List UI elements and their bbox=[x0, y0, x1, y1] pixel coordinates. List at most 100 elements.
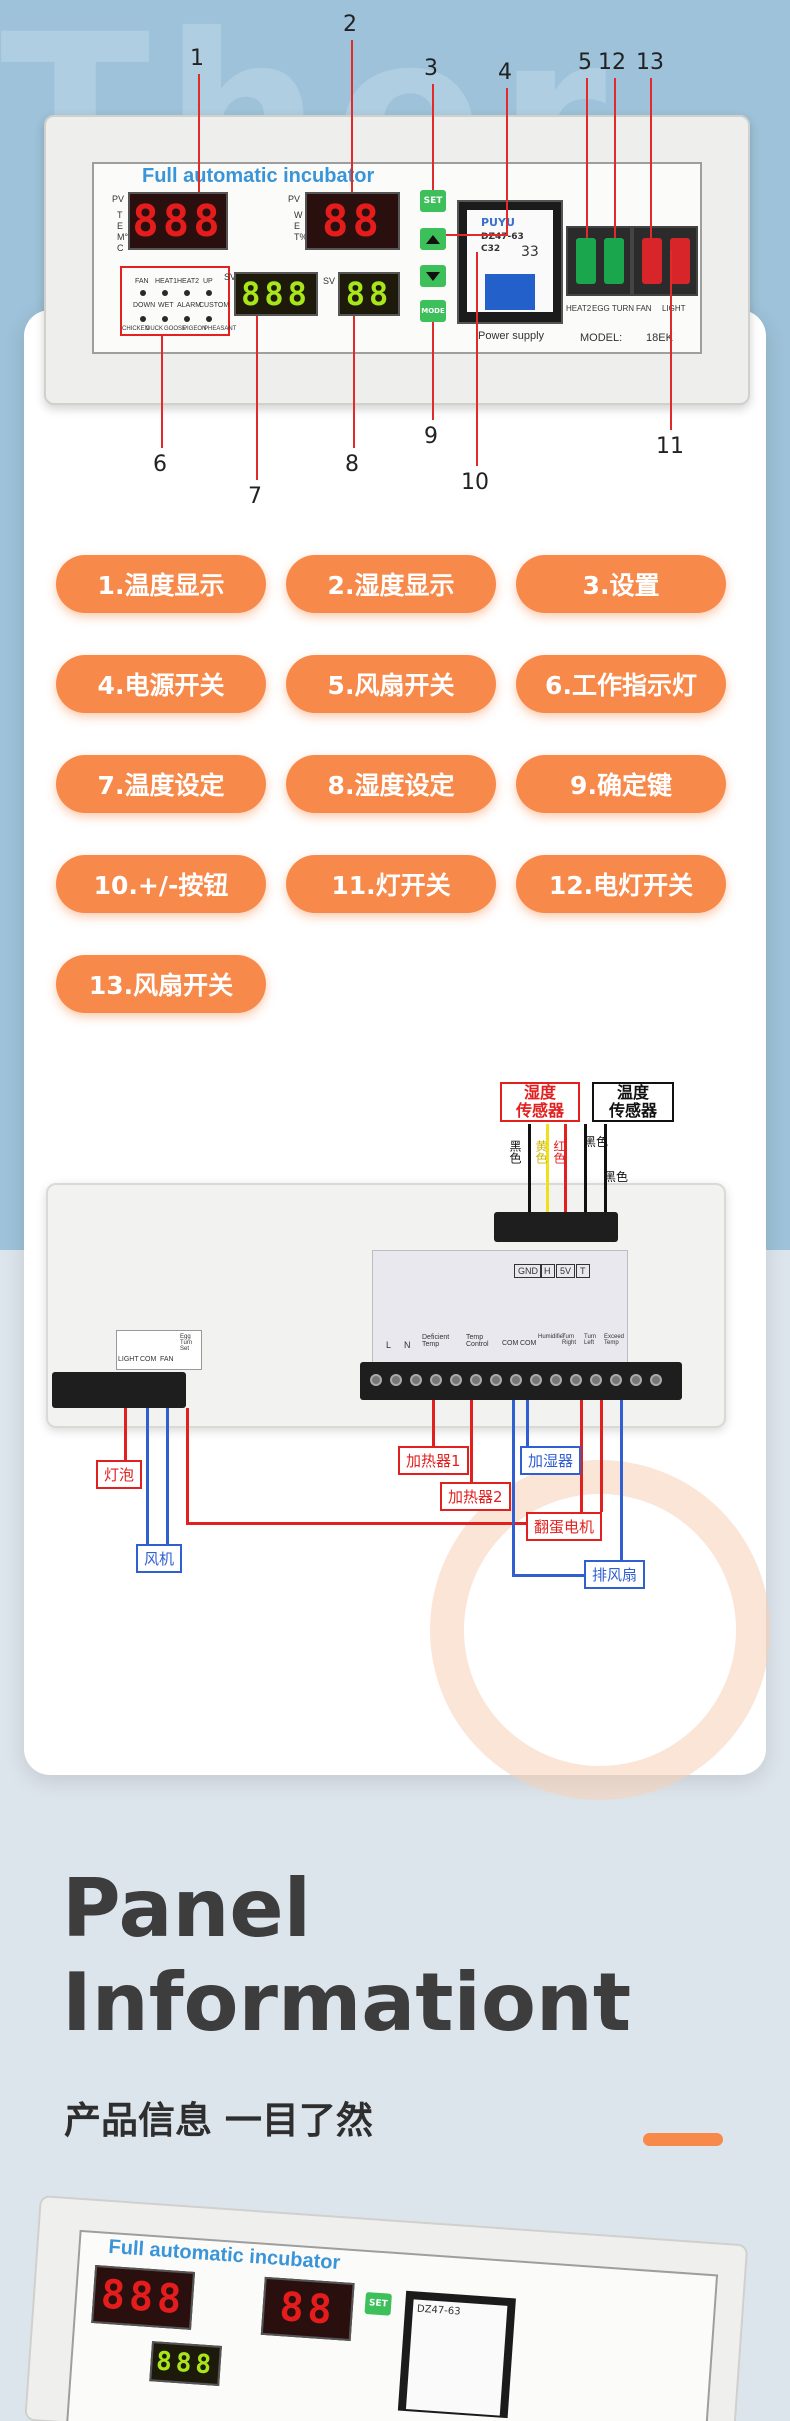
breaker-number: 33 bbox=[521, 244, 539, 260]
humidifier-tag: 加湿器 bbox=[520, 1446, 582, 1475]
callout-line-4b bbox=[446, 234, 508, 236]
egg-motor-tag: 翻蛋电机 bbox=[526, 1512, 603, 1541]
legend-pill-10: 10.+/-按钮 bbox=[56, 855, 266, 913]
callout-line-9 bbox=[432, 322, 434, 420]
pv-label-1: PV bbox=[112, 194, 125, 204]
plate-terminal-deficient-temp: Deficient Temp bbox=[422, 1334, 450, 1348]
wire-label-black-2: 黑色 bbox=[584, 1135, 609, 1149]
wire-exhaust-2 bbox=[620, 1400, 623, 1576]
left-terminal-fan: FAN bbox=[160, 1356, 174, 1363]
minus-button[interactable] bbox=[420, 265, 446, 287]
callout-line-2 bbox=[351, 40, 353, 192]
indicator-lights-panel bbox=[120, 266, 230, 336]
model-label: MODEL: bbox=[580, 332, 623, 344]
model-value: 18EK bbox=[646, 332, 673, 344]
callout-7: 7 bbox=[248, 484, 262, 509]
bottom-set-button[interactable]: SET bbox=[364, 2291, 392, 2316]
section-subtitle: 产品信息 一目了然 bbox=[64, 2099, 373, 2142]
fan-switch[interactable] bbox=[642, 238, 662, 284]
section-title-line-1: Panel bbox=[62, 1862, 312, 1955]
temperature-display: 888 bbox=[128, 192, 228, 250]
mode-button[interactable]: MODE bbox=[420, 300, 446, 322]
left-terminal-egg-turn: Egg Turn Set bbox=[180, 1334, 193, 1352]
power-breaker[interactable]: PUYU DZ47-63 C32 33 bbox=[457, 200, 563, 324]
accent-bar bbox=[643, 2133, 723, 2146]
callout-13: 13 bbox=[636, 50, 664, 75]
switch-block-fan-light bbox=[632, 226, 698, 296]
power-supply-label: Power supply bbox=[478, 330, 545, 342]
wire-heater2 bbox=[470, 1400, 473, 1490]
callout-line-13 bbox=[650, 78, 652, 238]
callout-5: 5 bbox=[578, 50, 592, 75]
light-switch[interactable] bbox=[670, 238, 690, 284]
section-title: Panel Informationt bbox=[62, 1862, 631, 2050]
plus-button[interactable] bbox=[420, 228, 446, 250]
callout-9: 9 bbox=[424, 424, 438, 449]
terminal-label-plate bbox=[372, 1250, 628, 1370]
callout-line-6 bbox=[161, 336, 163, 448]
breaker-toggle[interactable] bbox=[485, 274, 535, 310]
legend-pill-3: 3.设置 bbox=[516, 555, 726, 613]
indicator-label-up: UP bbox=[203, 278, 213, 285]
indicator-label-heat1: HEAT1 bbox=[155, 278, 178, 285]
sensor-wire-red bbox=[564, 1124, 567, 1216]
sensor-terminal-block bbox=[494, 1212, 618, 1242]
sensor-wire-yellow bbox=[546, 1124, 549, 1216]
temperature-set-display: 888 bbox=[234, 272, 318, 316]
indicator-label-heat2: HEAT2 bbox=[177, 278, 200, 285]
callout-line-4 bbox=[506, 88, 508, 234]
left-terminal-block bbox=[52, 1372, 186, 1408]
indicator-label-custom: CUSTOM bbox=[199, 302, 230, 309]
indicator-label-pheasant: PHEASANT bbox=[204, 326, 237, 332]
bottom-breaker: DZ47-63 bbox=[397, 2290, 516, 2419]
callout-line-12 bbox=[614, 78, 616, 238]
wire-label-black-3: 黑色 bbox=[604, 1170, 629, 1184]
indicator-label-pigeon: PIGEON bbox=[183, 326, 207, 332]
temp-axis-label: TEM°C bbox=[117, 210, 129, 253]
switch-label-light: LIGHT bbox=[662, 304, 686, 313]
wire-egg-turn-left bbox=[186, 1408, 189, 1524]
legend-pill-6: 6.工作指示灯 bbox=[516, 655, 726, 713]
breaker-brand: PUYU bbox=[481, 216, 515, 229]
wire-humidifier bbox=[526, 1400, 529, 1446]
left-terminal-com: COM bbox=[140, 1356, 157, 1363]
wire-exhaust-1 bbox=[512, 1400, 515, 1576]
wire-lamp bbox=[124, 1408, 127, 1460]
bottom-temp-set-display: 888 bbox=[149, 2341, 222, 2386]
bottom-temperature-display: 888 bbox=[91, 2265, 196, 2330]
legend-pill-8: 8.湿度设定 bbox=[286, 755, 496, 813]
temp-sensor-wire-1 bbox=[584, 1124, 587, 1216]
legend-pill-11: 11.灯开关 bbox=[286, 855, 496, 913]
heat2-switch[interactable] bbox=[576, 238, 596, 284]
legend-pill-12: 12.电灯开关 bbox=[516, 855, 726, 913]
callout-line-11 bbox=[670, 250, 672, 430]
temperature-sensor-tag: 温度 传感器 bbox=[592, 1082, 674, 1122]
switch-label-fan: FAN bbox=[636, 304, 652, 313]
wire-fan-2 bbox=[166, 1408, 169, 1544]
callout-line-5 bbox=[586, 78, 588, 238]
left-terminal-light: LIGHT bbox=[118, 1356, 139, 1363]
left-terminal-plate bbox=[116, 1330, 202, 1370]
bottom-breaker-model: DZ47-63 bbox=[405, 2299, 508, 2416]
callout-line-7 bbox=[256, 316, 258, 480]
heater2-tag: 加热器2 bbox=[440, 1482, 511, 1511]
humidity-sensor-tag: 湿度 传感器 bbox=[500, 1082, 580, 1122]
legend-pill-2: 2.湿度显示 bbox=[286, 555, 496, 613]
set-button[interactable]: SET bbox=[420, 190, 446, 212]
plate-pin-gnd: GND bbox=[514, 1264, 542, 1278]
callout-3: 3 bbox=[424, 56, 438, 81]
callout-line-1 bbox=[198, 74, 200, 192]
plate-terminal-humidifier: Humidifier bbox=[538, 1334, 566, 1340]
callout-line-8 bbox=[353, 316, 355, 448]
callout-line-3 bbox=[432, 84, 434, 190]
egg-turn-switch[interactable] bbox=[604, 238, 624, 284]
indicator-label-alarm: ALARM bbox=[177, 302, 202, 309]
triangle-up-icon bbox=[426, 234, 440, 244]
legend-pill-13: 13.风扇开关 bbox=[56, 955, 266, 1013]
heater1-tag: 加热器1 bbox=[398, 1446, 469, 1475]
wire-heater1 bbox=[432, 1400, 435, 1446]
legend-pill-9: 9.确定键 bbox=[516, 755, 726, 813]
humidity-set-display: 88 bbox=[338, 272, 400, 316]
triangle-down-icon bbox=[426, 271, 440, 281]
wire-exhaust-h1 bbox=[512, 1574, 584, 1577]
